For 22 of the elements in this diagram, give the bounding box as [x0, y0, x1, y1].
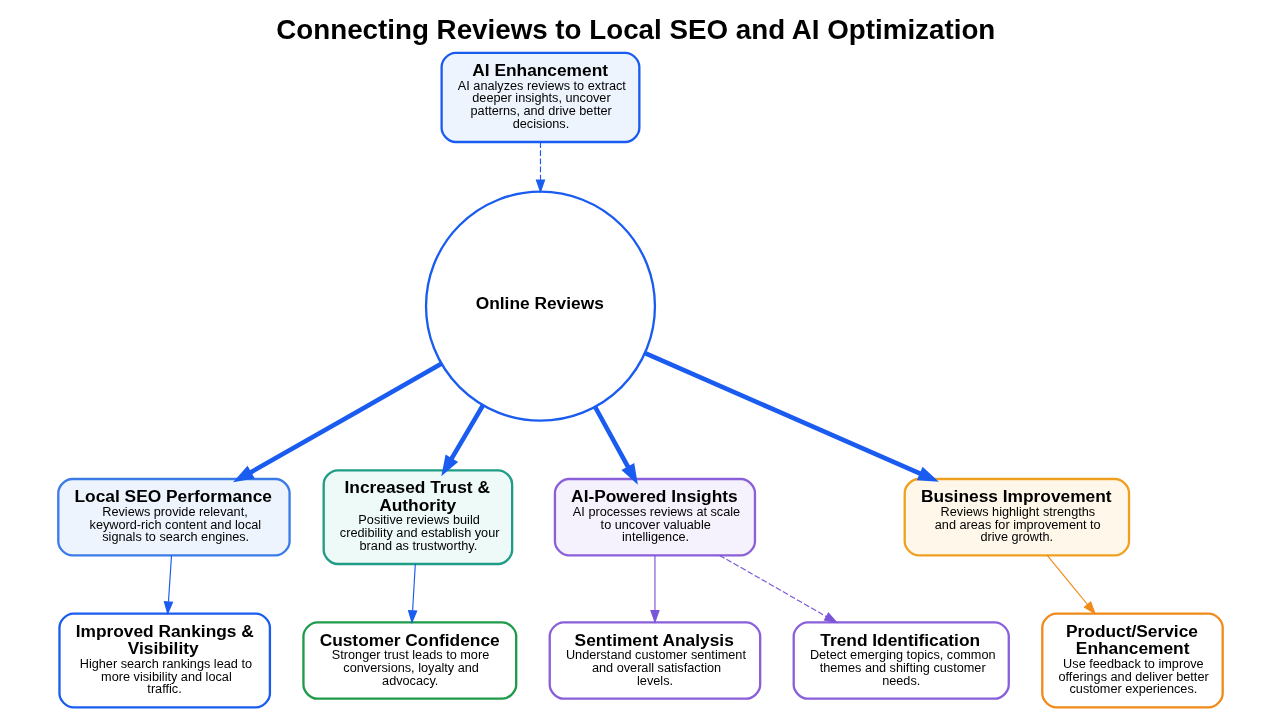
node-box: Sentiment Analysis Understand customer sentiment and overall satisfaction levels.	[548, 620, 761, 700]
diagram-title: Connecting Reviews to Local SEO and AI Optimization	[275, 13, 995, 45]
node-box: Business Improvement Reviews highlight strengths and areas for improvement to drive growth.	[903, 477, 1130, 556]
node-circle: Online Reviews	[424, 190, 656, 422]
arrow	[232, 361, 442, 482]
arrow	[592, 405, 638, 485]
node-box: Customer Confidence Stronger trust leads to more conversions, loyalty and advocacy.	[301, 620, 517, 700]
node-box: Increased Trust & Authority Positive reviews build credibility and establish your brand as trustworthy.	[322, 468, 513, 565]
node-box: Improved Rankings & Visibility Higher search rankings lead to more visibility and local traffic.	[57, 612, 271, 709]
arrow	[535, 141, 545, 193]
arrow	[407, 563, 417, 624]
node-box: AI-Powered Insights AI processes reviews at scale to uncover valuable intelligence.	[553, 477, 756, 556]
node-box: Local SEO Performance Reviews provide relevant, keyword-rich content and local signals to search engines.	[56, 477, 291, 556]
node-box: Trend Identification Detect emerging topics, common themes and shifting customer needs.	[792, 620, 1010, 700]
arrow	[649, 554, 660, 624]
arrow	[163, 554, 173, 615]
arrow	[643, 350, 939, 482]
arrow	[718, 554, 838, 623]
node-box: Product/Service Enhancement Use feedback to improve offerings and deliver better customer experiences.	[1040, 612, 1224, 709]
node-box: AI Enhancement AI analyzes reviews to extract deeper insights, uncover patterns, and drive better decisions.	[439, 51, 640, 143]
arrow	[1046, 554, 1096, 615]
arrow	[440, 403, 485, 476]
